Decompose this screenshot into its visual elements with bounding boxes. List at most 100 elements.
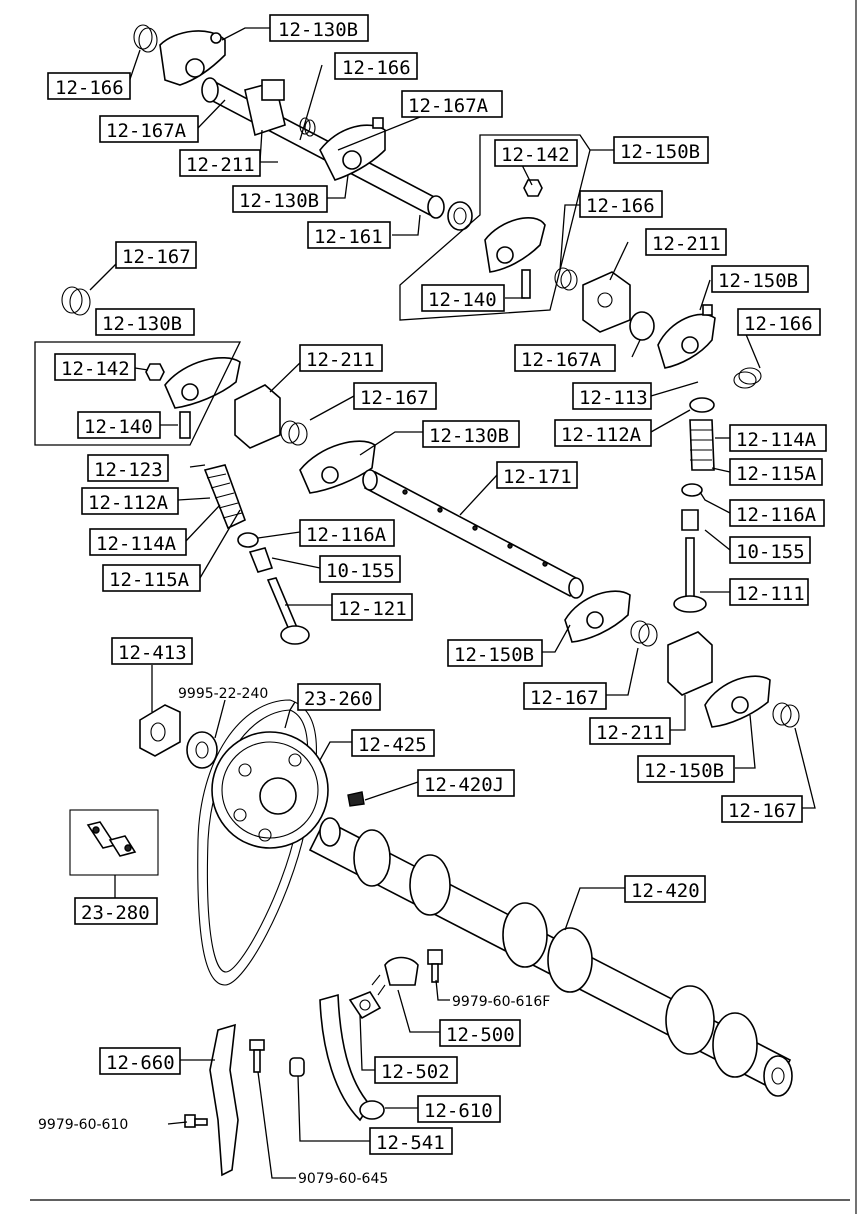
right-valve-assembly — [673, 397, 715, 613]
label-9979-60-610: 9979-60-610 — [38, 1117, 128, 1133]
label-text: 12-610 — [424, 1100, 493, 1122]
label-9995-22-240: 9995-22-240 — [178, 686, 268, 702]
label-12-121: 12-121 — [331, 593, 413, 621]
label-text: 23-260 — [304, 688, 373, 710]
label-text: 12-130B — [239, 190, 319, 212]
right-rocker-assembly — [484, 179, 762, 389]
label-12-142-a: 12-142 — [494, 139, 578, 167]
label-text: 12-150B — [644, 760, 724, 782]
label-text: 12-140 — [84, 416, 153, 438]
label-12-130b-b: 12-130B — [232, 185, 328, 213]
label-text: 12-150B — [454, 644, 534, 666]
label-text: 12-115A — [109, 569, 190, 591]
label-9079-60-645: 9079-60-645 — [298, 1171, 388, 1187]
label-text: 12-166 — [342, 57, 411, 79]
label-text: 12-113 — [579, 387, 648, 409]
label-12-420: 12-420 — [624, 875, 706, 903]
label-text: 12-123 — [94, 459, 163, 481]
label-text: 12-161 — [314, 226, 383, 248]
left-rocker-group — [61, 286, 308, 449]
label-text: 10-155 — [736, 541, 805, 563]
label-text: 12-112A — [88, 492, 169, 514]
label-12-150b-d: 12-150B — [637, 755, 735, 783]
label-12-167a-a: 12-167A — [99, 115, 199, 143]
label-12-167-c: 12-167 — [523, 682, 607, 710]
label-text: 12-130B — [429, 425, 509, 447]
label-10-155-b: 10-155 — [729, 536, 811, 564]
label-12-111: 12-111 — [729, 578, 809, 606]
label-text: 12-413 — [118, 642, 187, 664]
label-12-116a-b: 12-116A — [729, 499, 825, 527]
part-labels: 12-130B 12-166 12-166 12-167A 12-167A 12… — [47, 14, 827, 1155]
label-12-114a-b: 12-114A — [89, 528, 187, 556]
label-12-166-a: 12-166 — [47, 72, 131, 100]
label-12-123: 12-123 — [87, 454, 169, 482]
label-text: 12-420J — [424, 774, 504, 796]
label-12-211-b: 12-211 — [645, 228, 727, 256]
label-text: 12-541 — [376, 1132, 445, 1154]
label-12-113: 12-113 — [572, 382, 652, 410]
label-text: 12-166 — [55, 77, 124, 99]
label-12-142-b: 12-142 — [54, 353, 136, 381]
label-text: 12-167 — [728, 800, 797, 822]
label-12-541: 12-541 — [369, 1127, 453, 1155]
label-12-211-d: 12-211 — [589, 717, 671, 745]
label-text: 12-116A — [736, 504, 817, 526]
label-12-130b-c: 12-130B — [95, 308, 195, 336]
label-text: 23-280 — [81, 902, 150, 924]
label-9979-60-616f: 9979-60-616F — [452, 994, 550, 1010]
label-text: 12-500 — [446, 1024, 515, 1046]
label-text: 12-171 — [503, 466, 572, 488]
label-12-211-a: 12-211 — [179, 149, 261, 177]
label-text: 12-112A — [561, 424, 642, 446]
label-12-425: 12-425 — [351, 729, 435, 757]
label-12-140-b: 12-140 — [77, 411, 161, 439]
label-text: 12-660 — [106, 1052, 175, 1074]
label-text: 12-150B — [718, 270, 798, 292]
label-text: 12-167A — [521, 349, 602, 371]
label-text: 12-111 — [736, 583, 805, 605]
drive-gear-parts — [348, 949, 443, 1020]
label-12-130b-top: 12-130B — [269, 14, 369, 42]
left-valve-assembly — [203, 464, 310, 645]
label-text: 12-420 — [631, 880, 700, 902]
label-12-167-a: 12-167 — [115, 241, 197, 269]
lower-right-rockers — [564, 590, 800, 728]
label-text: 12-211 — [306, 349, 375, 371]
label-12-502: 12-502 — [374, 1056, 458, 1084]
label-text: 12-167A — [106, 120, 187, 142]
label-12-166-b: 12-166 — [334, 52, 418, 80]
label-text: 12-115A — [736, 463, 817, 485]
label-text: 12-167 — [360, 387, 429, 409]
label-12-413: 12-413 — [111, 637, 193, 665]
label-text: 12-167A — [408, 95, 489, 117]
label-12-150b-b: 12-150B — [711, 265, 809, 293]
label-text: 12-211 — [596, 722, 665, 744]
label-text: 12-114A — [96, 533, 177, 555]
label-12-112a-a: 12-112A — [554, 419, 652, 447]
plain-part-labels: 9995-22-240 9979-60-616F 9979-60-610 907… — [38, 686, 550, 1187]
label-12-167a-b: 12-167A — [401, 90, 503, 118]
label-12-166-c: 12-166 — [579, 190, 663, 218]
label-12-610: 12-610 — [417, 1095, 501, 1123]
label-12-161: 12-161 — [307, 221, 391, 249]
label-12-114a-a: 12-114A — [729, 424, 827, 452]
label-text: 12-114A — [736, 429, 817, 451]
label-text: 10-155 — [326, 560, 395, 582]
label-text: 12-502 — [381, 1061, 450, 1083]
label-text: 12-150B — [620, 141, 700, 163]
leader-lines — [34, 27, 816, 1179]
label-12-420j: 12-420J — [417, 769, 515, 797]
label-12-167-d: 12-167 — [721, 795, 803, 823]
chain-guide-and-plate — [184, 993, 385, 1177]
label-12-167a-c: 12-167A — [514, 344, 616, 372]
label-text: 12-166 — [586, 195, 655, 217]
label-12-130b-d: 12-130B — [422, 420, 520, 448]
label-text: 12-142 — [61, 358, 130, 380]
label-12-115a-b: 12-115A — [102, 564, 201, 592]
label-text: 12-140 — [428, 289, 497, 311]
label-text: 12-211 — [652, 233, 721, 255]
label-text: 12-116A — [306, 524, 387, 546]
label-12-150b-a: 12-150B — [613, 136, 709, 164]
